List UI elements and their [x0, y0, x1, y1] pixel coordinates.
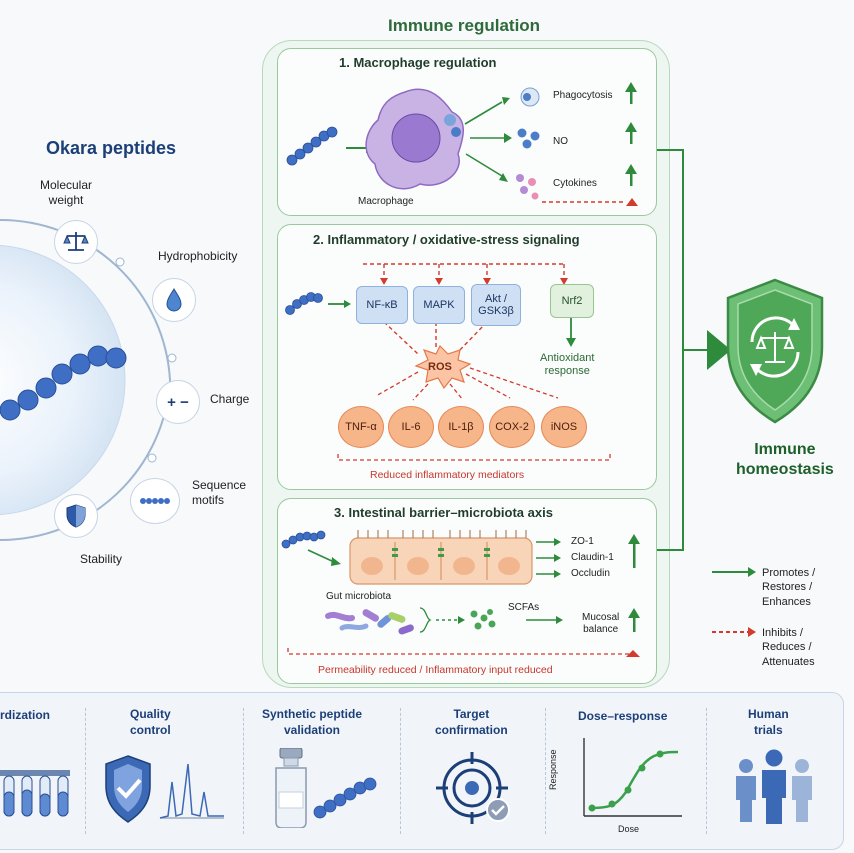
stability-node — [54, 494, 98, 538]
hydrophobicity-label: Hydrophobicity — [158, 249, 238, 263]
test-tubes-icon — [0, 770, 70, 817]
nrf2-node: Nrf2 — [550, 284, 594, 318]
macrophage-label: Macrophage — [358, 196, 414, 207]
up-arrow-icons — [625, 82, 637, 186]
homeostasis-connector — [657, 149, 731, 551]
permeability-caption: Permeability reduced / Inflammatory inpu… — [318, 664, 553, 676]
divider — [400, 708, 401, 834]
macrophage-regulation-panel — [277, 48, 657, 216]
gut-microbiota-icon — [325, 609, 414, 635]
no-label: NO — [553, 136, 568, 147]
dose-axis-label: Dose — [618, 824, 640, 834]
zo1-label: ZO-1 — [571, 536, 594, 547]
panel1-title: 1. Macrophage regulation — [339, 55, 497, 70]
divider — [85, 708, 86, 834]
dose-response-label: Dose–response — [578, 709, 668, 723]
scfas-label: SCFAs — [508, 602, 540, 613]
ros-burst — [414, 344, 472, 390]
reduced-mediators-caption: Reduced inflammatory mediators — [370, 469, 525, 481]
macrophage-cell — [365, 88, 464, 190]
water-drop-icon — [166, 288, 182, 312]
legend-arrows — [712, 567, 756, 637]
human-trials-label: Human trials — [748, 707, 789, 738]
divider — [545, 708, 546, 834]
signaling-panel-graphics — [285, 263, 611, 461]
shield-icon — [66, 504, 86, 528]
intestinal-barrier-panel — [277, 498, 657, 684]
quality-control-label: Quality control — [130, 707, 171, 738]
target-icon — [436, 752, 510, 824]
standardization-label: rdization — [0, 708, 50, 722]
charge-label: Charge — [210, 392, 250, 406]
immune-homeostasis-label: Immune homeostasis — [736, 441, 834, 478]
claudin1-label: Claudin-1 — [571, 552, 614, 563]
antioxidant-response-label: Antioxidant response — [540, 352, 595, 378]
akt-gsk3b-node: Akt / GSK3β — [471, 284, 521, 326]
il6-node: IL-6 — [388, 406, 434, 448]
occludin-label: Occludin — [571, 568, 610, 579]
vial-peptide-icon — [275, 748, 377, 828]
response-axis-label: Response — [548, 749, 558, 790]
nfkb-node: NF-κB — [356, 286, 408, 324]
stability-label: Stability — [80, 552, 123, 566]
sequence-motifs-label: Sequence motifs — [192, 478, 247, 507]
molecular-weight-label: Molecular weight — [40, 178, 93, 207]
phagocytosis-label: Phagocytosis — [553, 90, 613, 101]
sequence-motif-icon — [140, 498, 170, 504]
charge-node: + − — [156, 380, 200, 424]
gut-microbiota-label: Gut microbiota — [326, 591, 392, 602]
legend-inhibits: Inhibits / Reduces / Attenuates — [762, 627, 815, 668]
immune-homeostasis-shield — [726, 278, 824, 424]
cox2-node: COX-2 — [489, 406, 535, 448]
balance-scale-icon — [755, 332, 795, 363]
sequence-motifs-node — [130, 478, 180, 524]
panel2-title: 2. Inflammatory / oxidative-stress signa… — [313, 232, 580, 247]
mucosal-balance-label: Mucosal balance — [582, 612, 620, 635]
plus-minus-icon: + − — [167, 393, 189, 411]
divider — [243, 708, 244, 834]
dose-response-chart — [583, 738, 682, 817]
balance-scale-icon — [63, 232, 89, 251]
okara-peptide-chain — [0, 345, 127, 421]
cytokines-label: Cytokines — [553, 178, 597, 189]
hydrophobicity-node — [152, 278, 196, 322]
divider — [706, 708, 707, 834]
target-confirmation-label: Target confirmation — [435, 707, 508, 738]
molecular-weight-node — [54, 220, 98, 264]
legend-promotes: Promotes / Restores / Enhances — [762, 567, 816, 608]
il1b-node: IL-1β — [438, 406, 484, 448]
inos-node: iNOS — [541, 406, 587, 448]
human-trials-icon — [736, 749, 812, 824]
macrophage-panel-graphics — [286, 82, 638, 206]
barrier-panel-graphics — [281, 530, 640, 657]
tnf-alpha-node: TNF-α — [338, 406, 384, 448]
panel3-title: 3. Intestinal barrier–microbiota axis — [334, 505, 553, 520]
okara-peptides-title: Okara peptides — [46, 138, 177, 158]
quality-control-icon — [105, 755, 224, 823]
synthetic-peptide-validation-label: Synthetic peptide validation — [262, 707, 363, 738]
ros-label: ROS — [428, 361, 452, 373]
diagram-title: Immune regulation — [388, 16, 541, 35]
mapk-node: MAPK — [413, 286, 465, 324]
